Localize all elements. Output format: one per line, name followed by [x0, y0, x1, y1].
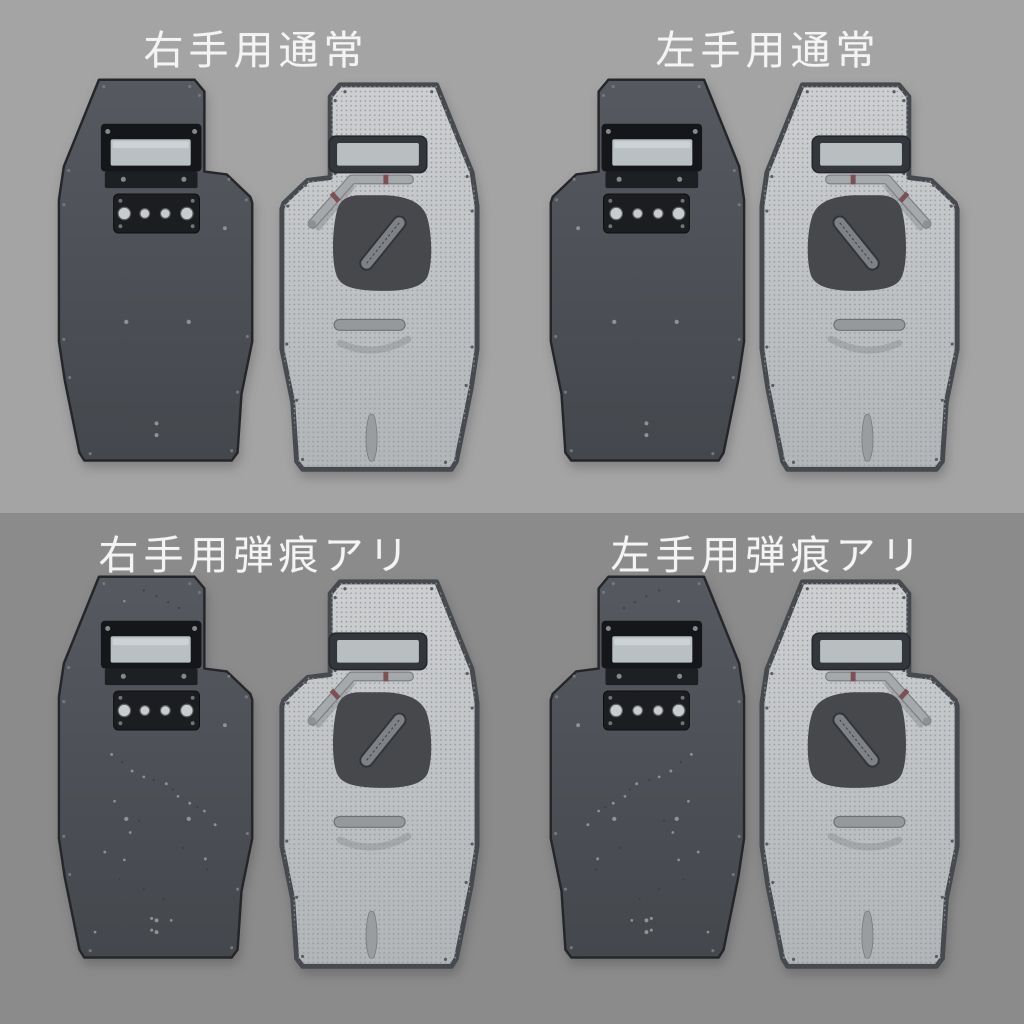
shield-pair [542, 567, 966, 986]
quadrant-left-hand-bullet-marked: 左手用弾痕アリ [512, 513, 1024, 1024]
quadrant-title: 左手用弾痕アリ [610, 533, 926, 578]
shield-back-view [273, 75, 480, 489]
shield-front-view [57, 78, 254, 462]
quadrant-right-hand-normal: 右手用通常 [0, 0, 512, 513]
quadrant-title: 左手用通常 [655, 28, 881, 73]
shield-back-view [759, 75, 966, 489]
shield-back-view [273, 572, 480, 986]
shield-front-view [549, 78, 746, 462]
shield-pair [56, 567, 480, 986]
quadrant-title: 右手用弾痕アリ [98, 533, 414, 578]
quadrant-left-hand-normal: 左手用通常 [512, 0, 1024, 513]
quadrant-title: 右手用通常 [143, 28, 369, 73]
shield-back-view [759, 572, 966, 986]
shield-pair [56, 70, 480, 489]
shield-pair [542, 70, 966, 489]
shield-front-view-dented [57, 575, 254, 959]
shield-front-view-dented [549, 575, 746, 959]
quadrant-right-hand-bullet-marked: 右手用弾痕アリ [0, 513, 512, 1024]
